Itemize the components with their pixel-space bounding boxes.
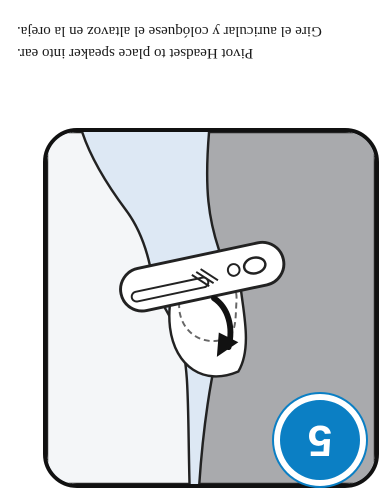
instruction-spanish: Gire el auricular y colóquese el altavoz… xyxy=(17,22,377,39)
step-badge: 5 xyxy=(274,394,366,486)
step-number: 5 xyxy=(308,418,332,462)
instruction-english: Pivot Headset to place speaker into ear. xyxy=(17,44,377,61)
